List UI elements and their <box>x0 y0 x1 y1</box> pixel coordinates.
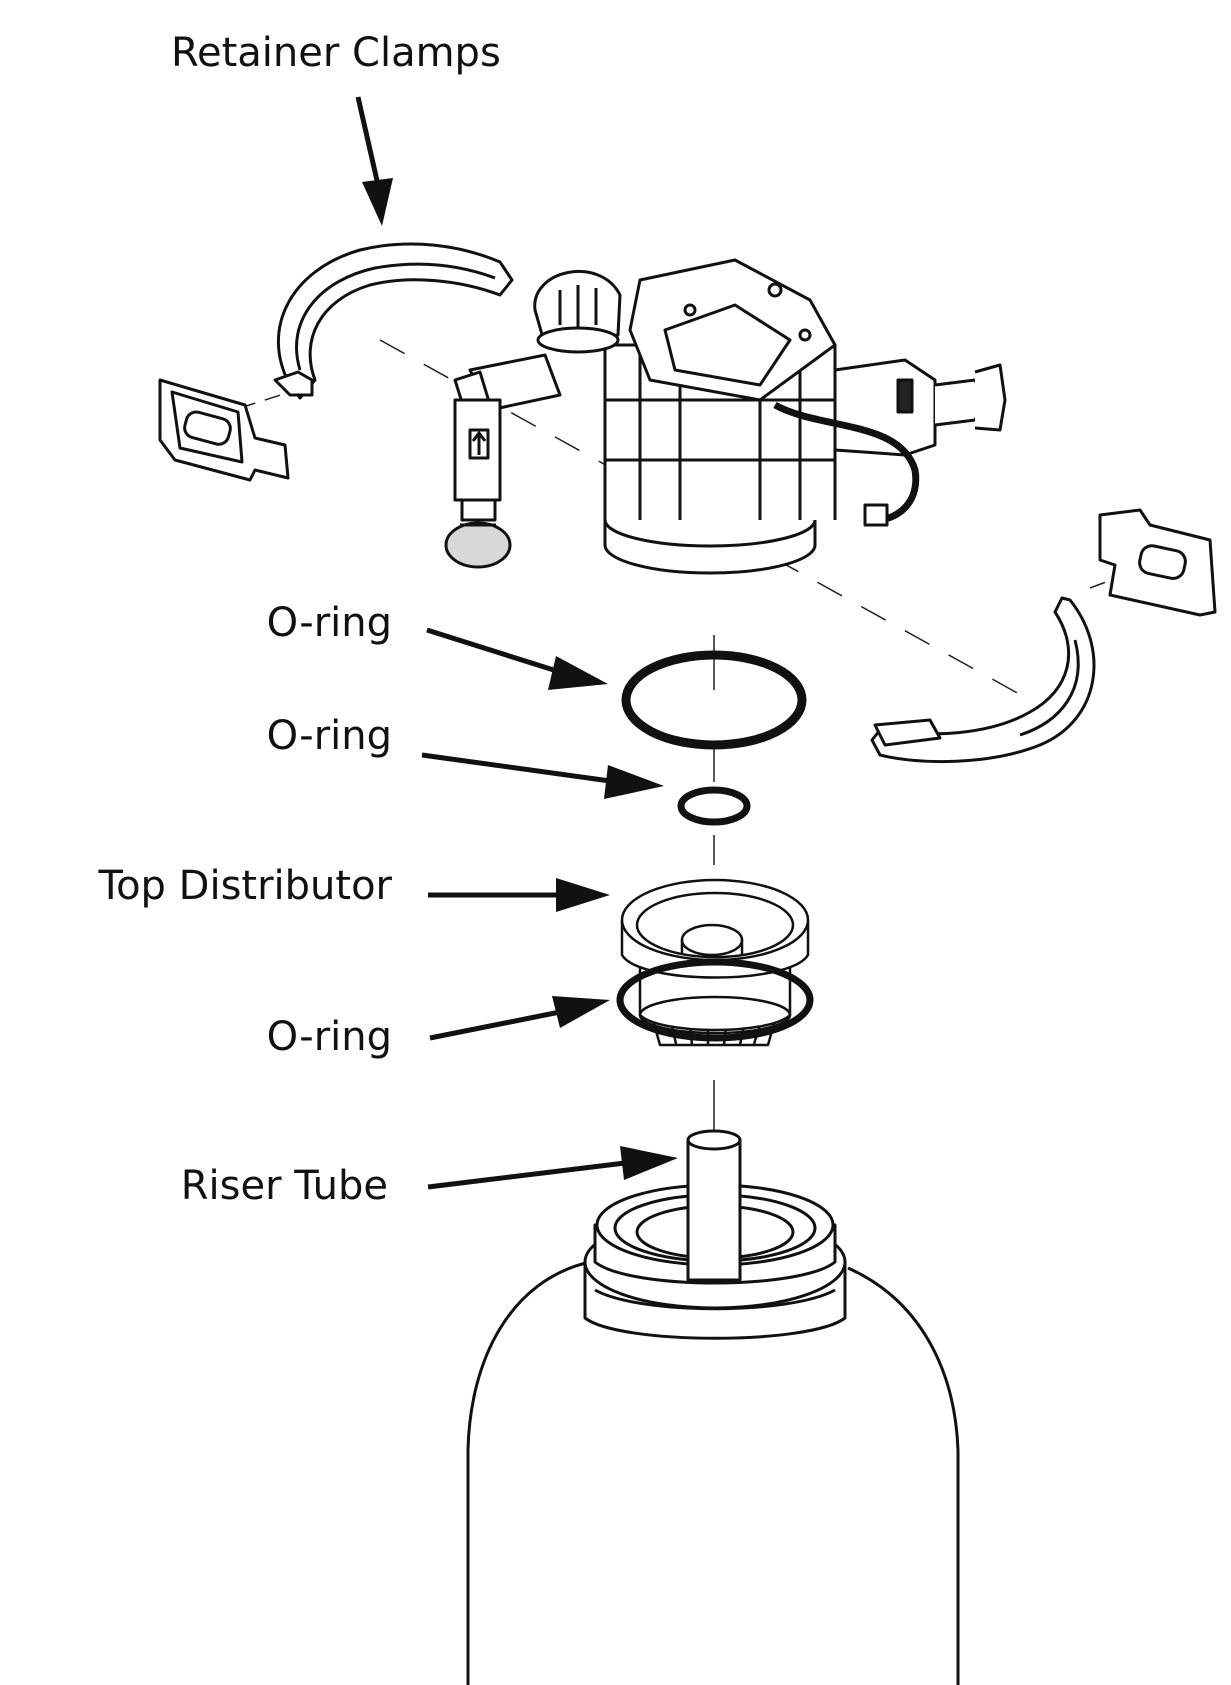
arrow-o-ring-small <box>421 752 664 799</box>
arrow-o-ring-large <box>426 627 608 690</box>
top-distributor <box>620 878 810 1047</box>
callout-arrows <box>355 96 678 1190</box>
label-riser-tube: Riser Tube <box>180 1163 388 1209</box>
arrow-o-ring-distributor <box>429 996 610 1041</box>
o-ring-small <box>677 786 751 826</box>
label-o-ring-distributor: O-ring <box>266 1014 392 1060</box>
arrow-retainer-clamps <box>355 96 393 226</box>
resin-tank <box>466 1129 960 1685</box>
clamp-clip-right <box>1098 508 1217 617</box>
arrow-top-distributor <box>428 878 610 912</box>
label-top-distributor: Top Distributor <box>98 863 392 909</box>
arrow-riser-tube <box>427 1146 678 1190</box>
label-o-ring-small: O-ring <box>266 713 392 759</box>
retainer-clamp-left <box>273 242 514 400</box>
label-retainer-clamps: Retainer Clamps <box>171 30 501 76</box>
control-valve-head <box>444 258 1007 575</box>
label-o-ring-large: O-ring <box>266 600 392 646</box>
o-ring-distributor <box>616 958 814 1042</box>
o-ring-large <box>621 650 807 750</box>
clamp-clip-left <box>158 378 290 482</box>
retainer-clamp-right <box>870 596 1096 764</box>
